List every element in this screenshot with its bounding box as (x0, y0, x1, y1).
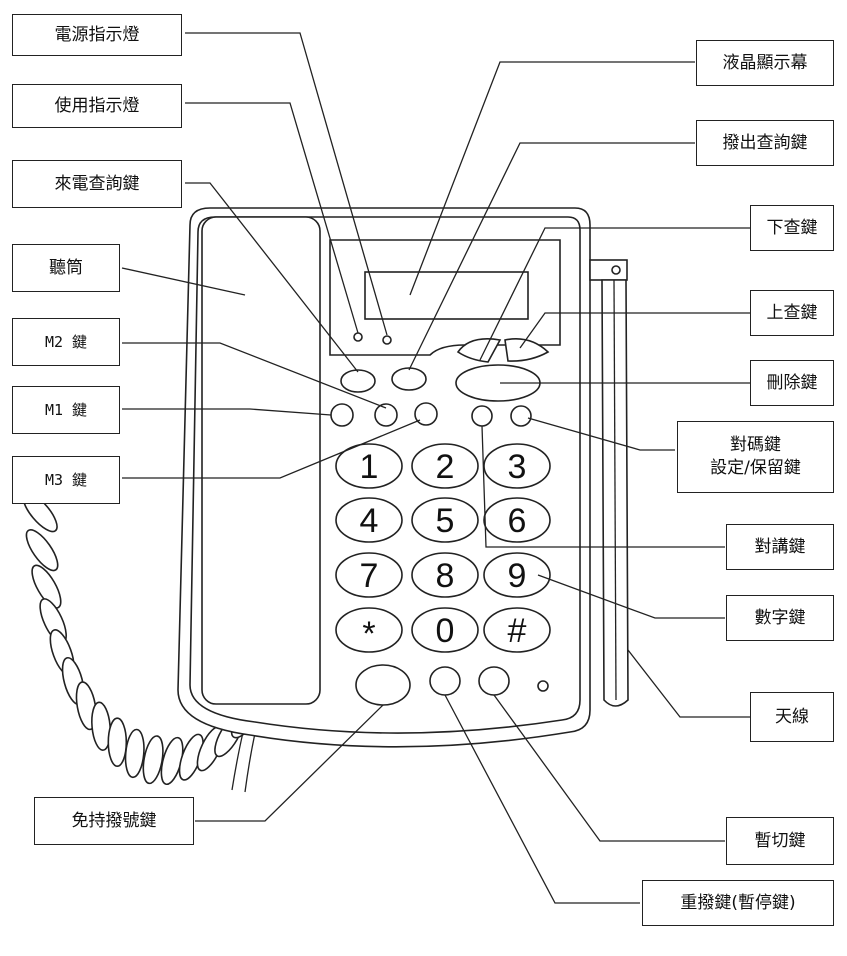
label-incoming-query: 來電查詢鍵 (12, 160, 182, 208)
label-pair-line2: 設定/保留鍵 (710, 458, 801, 478)
in-use-led (353, 332, 363, 342)
key-8-button[interactable] (411, 552, 479, 598)
antenna (589, 259, 629, 707)
label-handset: 聽筒 (12, 244, 120, 292)
redial-button (429, 666, 461, 696)
key-6-button[interactable] (483, 497, 551, 543)
label-antenna: 天線 (750, 692, 834, 742)
label-up: 上查鍵 (750, 290, 834, 336)
lcd-screen (364, 271, 529, 320)
pair-button (510, 405, 532, 427)
key-1-button[interactable] (335, 443, 403, 489)
key-3-button[interactable] (483, 443, 551, 489)
key-hash-button[interactable] (483, 607, 551, 653)
label-m3: M3 鍵 (12, 456, 120, 504)
label-pair-line1: 對碼鍵 (730, 435, 781, 456)
label-pair-setting: 對碼鍵 設定/保留鍵 (677, 421, 834, 493)
label-flash: 暫切鍵 (726, 817, 834, 865)
key-star-label: * (362, 615, 375, 653)
cord-coil (124, 728, 145, 779)
key-4-label: 4 (360, 502, 379, 540)
power-led (382, 335, 392, 345)
label-intercom: 對講鍵 (726, 524, 834, 570)
label-lcd: 液晶顯示幕 (696, 40, 834, 86)
key-9-label: 9 (508, 557, 527, 595)
label-m2: M2 鍵 (12, 318, 120, 366)
label-handsfree: 免持撥號鍵 (34, 797, 194, 845)
key-7-button[interactable] (335, 552, 403, 598)
key-5-label: 5 (436, 502, 455, 540)
key-6-label: 6 (508, 502, 527, 540)
key-3-label: 3 (508, 448, 527, 486)
cord-coil (25, 529, 59, 572)
label-outgoing-query: 撥出查詢鍵 (696, 120, 834, 166)
m1-button (330, 403, 354, 427)
cord-coil (31, 564, 62, 609)
incoming-query-button (340, 369, 376, 393)
key-1-label: 1 (360, 448, 379, 486)
m3-button (414, 402, 438, 426)
key-2-button[interactable] (411, 443, 479, 489)
handsfree-button (355, 664, 411, 706)
leader-lines (121, 32, 750, 904)
flash-button (478, 666, 510, 696)
cord-coil (107, 717, 128, 768)
label-down: 下查鍵 (750, 205, 834, 251)
key-8-label: 8 (436, 557, 455, 595)
outgoing-query-button (391, 367, 427, 391)
intercom-button (471, 405, 493, 427)
label-delete: 刪除鍵 (750, 360, 834, 406)
up-button (504, 338, 550, 362)
label-m1: M1 鍵 (12, 386, 120, 434)
key-4-button[interactable] (335, 497, 403, 543)
key-9-button[interactable] (483, 552, 551, 598)
label-power-led: 電源指示燈 (12, 14, 182, 56)
label-numeric: 數字鍵 (726, 595, 834, 641)
mic-hole (537, 680, 549, 692)
label-redial: 重撥鍵(暫停鍵) (642, 880, 834, 926)
key-0-button[interactable] (411, 607, 479, 653)
label-in-use-led: 使用指示燈 (12, 84, 182, 128)
down-button (456, 338, 502, 363)
key-7-label: 7 (360, 557, 379, 595)
key-star-button[interactable] (335, 607, 403, 653)
key-0-label: 0 (436, 612, 455, 650)
key-hash-label: # (508, 612, 527, 650)
handset (201, 216, 321, 705)
m2-button (374, 403, 398, 427)
key-5-button[interactable] (411, 497, 479, 543)
keypad: 1 2 3 4 5 6 7 8 9 * 0 # (335, 443, 551, 653)
key-2-label: 2 (436, 448, 455, 486)
